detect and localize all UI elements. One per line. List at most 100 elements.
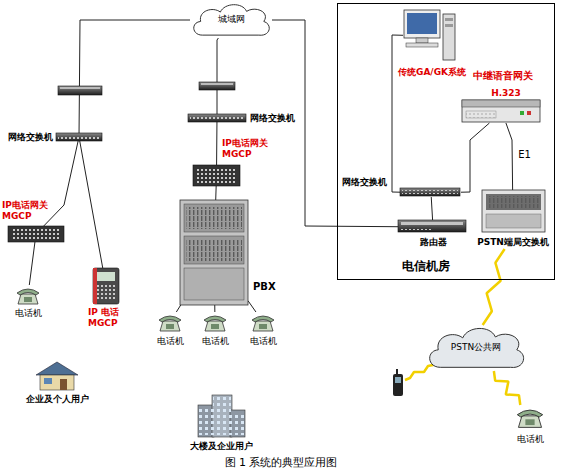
node-label: 大楼及企业用户: [190, 441, 253, 452]
ip-phone-icon-part: [93, 268, 97, 304]
network-link: [272, 20, 399, 227]
trunk-gateway-icon-part: [462, 100, 540, 122]
router-icon-part: [401, 222, 463, 225]
network-link: [392, 35, 403, 192]
house-icon-part: [40, 375, 74, 390]
trunk-gateway-icon-part: [520, 111, 524, 115]
node-label: 电话机: [157, 336, 184, 347]
house-icon-part: [60, 379, 67, 390]
computer-icon-part: [407, 13, 437, 34]
router-icon: [199, 82, 235, 90]
node-label: 中继语音网关: [473, 70, 533, 82]
node-label: IP 电话 MGCP: [88, 307, 128, 329]
trunk-gateway-icon-part: [462, 100, 540, 107]
building-icon-part: [213, 397, 231, 435]
gateway-icon-part: [11, 229, 61, 239]
pstn-switch-icon-part: [482, 190, 545, 232]
network-link: [79, 20, 190, 133]
node-label: 网络交换机: [342, 177, 387, 188]
pbx-cabinet: [180, 200, 248, 305]
node-label: PBX: [253, 281, 276, 293]
building-icon-part: [198, 405, 214, 437]
device-node: 中继语音网关H.323: [463, 101, 541, 123]
device-node: 网络交换机: [401, 189, 461, 197]
router-icon-part: [201, 83, 233, 85]
network-link: [29, 242, 35, 285]
switch-icon-part: [400, 188, 460, 196]
gateway-icon-part: [196, 168, 237, 183]
device-node: IP电话网关 MGCP: [193, 165, 240, 186]
node-label: 电话机: [15, 308, 42, 319]
wireless-link: [483, 249, 505, 325]
gateway-icon-part: [8, 226, 64, 242]
router-icon-part: [398, 220, 466, 232]
network-link: [44, 141, 78, 226]
router-icon-part: [58, 86, 102, 95]
node-label: IP电话网关 MGCP: [222, 138, 276, 160]
switch-icon: [400, 188, 460, 196]
phone-icon-part: [517, 410, 542, 427]
building-icon-part: [230, 410, 245, 437]
pstn-switch-icon: [482, 190, 545, 232]
phone-icon-part: [159, 316, 181, 331]
building-icon-part: [199, 407, 213, 435]
trunk-gateway-icon: [462, 100, 540, 122]
device-node: IP电话网关 MGCP: [8, 226, 64, 242]
figure-caption: 图 1 系统的典型应用图: [0, 455, 562, 470]
network-link: [248, 301, 256, 312]
network-link: [461, 123, 489, 192]
network-cloud: PSTN公共网: [425, 325, 527, 371]
router-icon-part: [199, 82, 235, 90]
router-icon-part: [60, 87, 100, 89]
switch-icon: [56, 133, 102, 141]
mobile-phone-icon-part: [393, 374, 403, 396]
computer-icon-part: [404, 10, 440, 38]
node-label: 网络交换机: [250, 113, 295, 124]
mobile-phone-icon: [393, 369, 403, 396]
pbx-cabinet-part: [180, 200, 248, 305]
node-label: 路由器: [420, 237, 447, 248]
device-node: 企业及个人用户: [38, 362, 76, 390]
device-node: 大楼及企业用户: [198, 395, 245, 437]
network-link: [215, 186, 216, 200]
pstn-switch-icon-part: [488, 196, 539, 208]
router-icon: [398, 220, 466, 232]
pstn-switch-icon-part: [486, 214, 541, 228]
phone-icon-part: [204, 316, 226, 331]
computer-icon-part: [445, 24, 453, 27]
node-label: PSTN端局交换机: [477, 237, 549, 248]
network-link: [216, 122, 217, 165]
router-icon: [58, 86, 102, 95]
house-icon-part: [36, 362, 78, 375]
house-icon: [36, 362, 78, 390]
building-icon-part: [212, 395, 232, 437]
device-node: 电话机: [157, 312, 183, 332]
computer-icon-part: [416, 38, 428, 43]
mobile-phone-icon-part: [396, 369, 398, 375]
pbx-cabinet-part: [186, 207, 242, 229]
pbx-cabinet-part: [184, 236, 244, 264]
cloud-shape: [194, 5, 270, 36]
gateway-icon-part: [193, 165, 240, 186]
mobile-phone-icon-part: [395, 377, 401, 383]
device-node: 电话机: [202, 312, 228, 332]
pstn-switch-icon-part: [486, 194, 541, 210]
room-region: 电信机房传统GA/GK系统中继语音网关H.323网络交换机路由器PSTN端局交换…: [337, 3, 555, 280]
node-label: 网络交换机: [8, 132, 53, 143]
trunk-gateway-icon-part: [527, 111, 531, 115]
pbx-cabinet-part: [184, 268, 244, 300]
building-icon-part: [231, 412, 244, 435]
phone-icon: [17, 289, 39, 304]
device-node: 电话机: [15, 285, 41, 305]
router-icon-part: [401, 227, 431, 230]
node-label: 电话机: [202, 336, 229, 347]
node-label: 城域网: [218, 14, 245, 25]
switch-icon-part: [56, 133, 102, 141]
device-node: 路由器: [399, 221, 467, 233]
ip-phone-icon-part: [93, 268, 119, 304]
network-link: [80, 141, 103, 268]
ip-phone-icon: [93, 268, 119, 304]
network-link: [506, 123, 513, 191]
device-node: IP 电话 MGCP: [93, 268, 119, 304]
house-icon-part: [44, 378, 52, 384]
